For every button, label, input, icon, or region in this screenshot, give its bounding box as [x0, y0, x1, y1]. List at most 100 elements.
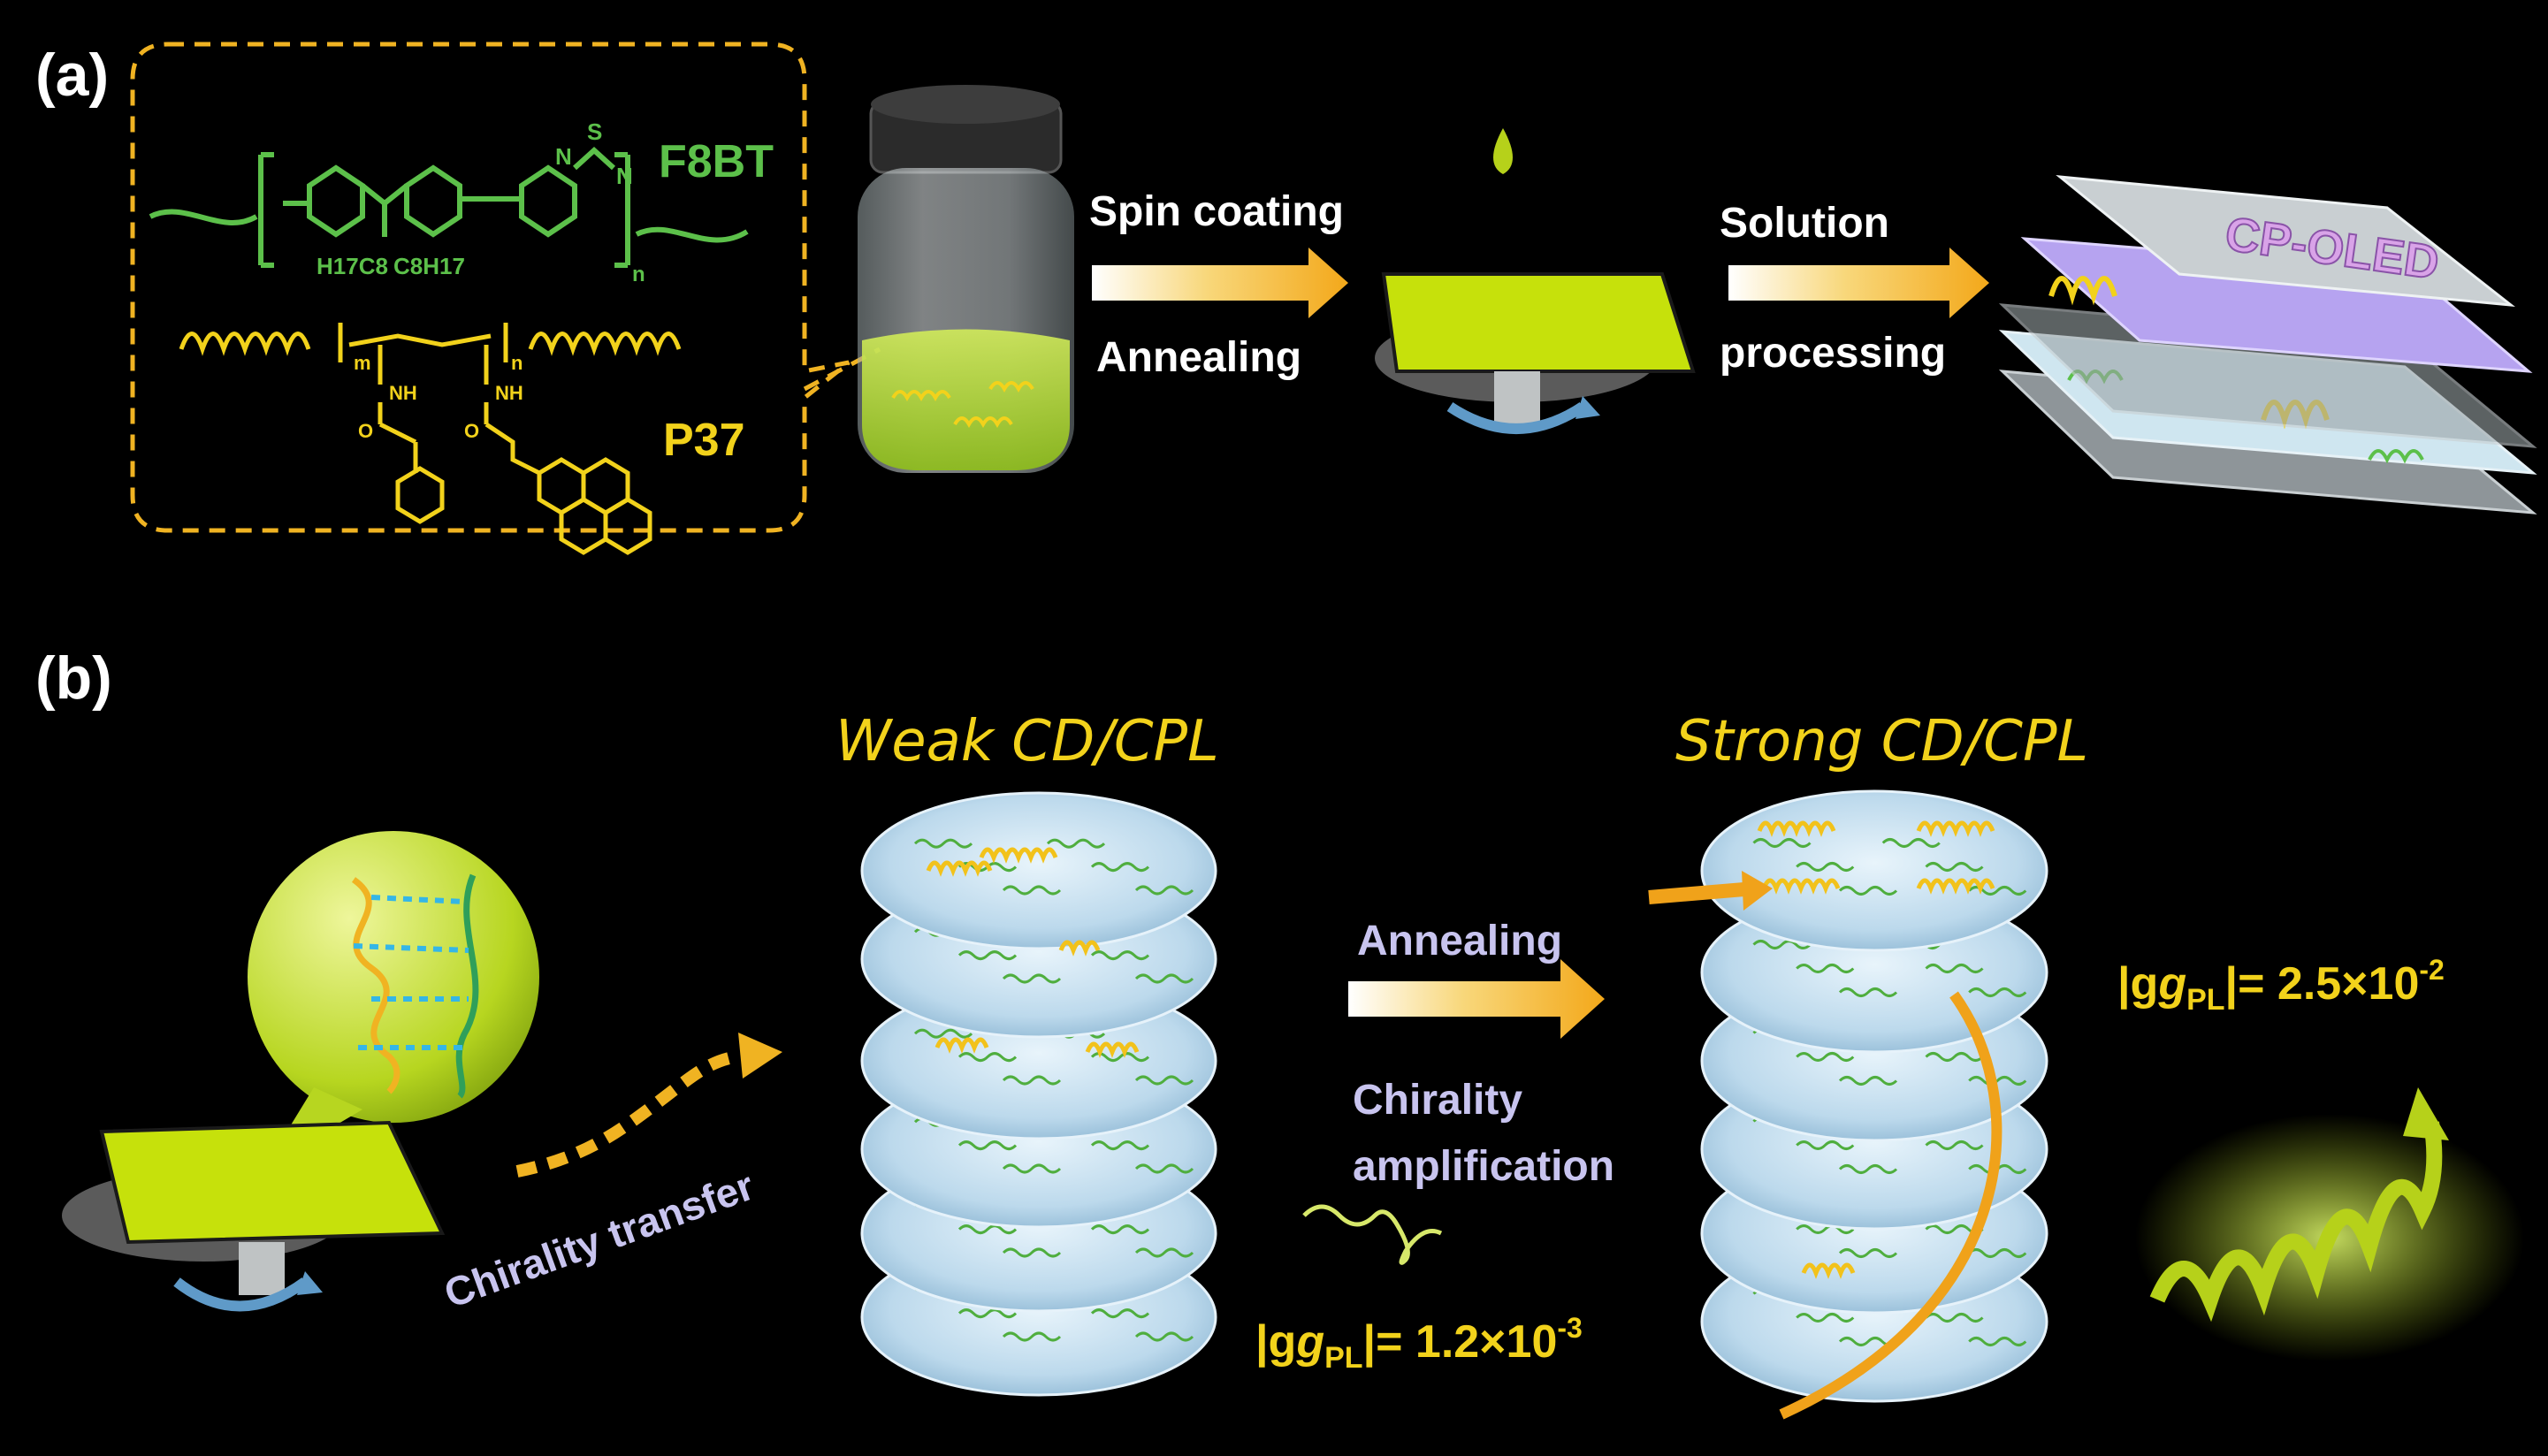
polymer-chain — [1796, 964, 1855, 973]
polymer-chain — [1968, 1076, 2027, 1086]
strong-cpl-wave — [2135, 1087, 2524, 1361]
p37-helix — [926, 860, 993, 877]
polymer-chain — [1838, 886, 1898, 896]
polymer-chain — [1134, 1163, 1194, 1174]
polymer-chain — [1925, 1140, 1984, 1150]
polymer-chain — [1090, 1140, 1150, 1151]
p37-helix — [1085, 1041, 1140, 1058]
interaction-bubble — [248, 831, 539, 1167]
polymer-chain — [1838, 1248, 1898, 1258]
amplification-line1: Chirality — [1353, 1077, 1522, 1124]
chem-subscript-n-green: n — [632, 263, 645, 286]
polymer-chain — [1796, 862, 1855, 872]
polymer-chain — [1002, 1247, 1062, 1258]
polymer-chain — [1838, 987, 1898, 997]
p37-helix — [1757, 820, 1836, 837]
polymer-chain — [1090, 1308, 1150, 1319]
polymer-chain — [1002, 1075, 1062, 1086]
weak-disc-5 — [860, 791, 1217, 950]
chirality-transfer-label: Chirality transfer — [439, 1163, 760, 1317]
step1-bottom-label: Annealing — [1096, 334, 1301, 381]
polymer-chain — [1838, 1076, 1898, 1086]
chem-h17c8: H17C8 — [317, 253, 388, 279]
chem-subscript-n-yellow: n — [511, 352, 523, 374]
chirality-transfer-arrow — [515, 1033, 782, 1178]
anneal-arrow — [1348, 959, 1605, 1039]
chem-callout-border — [130, 42, 851, 533]
weak-title: Weak CD/CPL — [835, 709, 1219, 774]
polymer-chain — [1134, 1331, 1194, 1342]
polymer-chain — [957, 1224, 1018, 1235]
strong-disc-5 — [1700, 789, 2048, 952]
weak-cpl-wave — [1302, 1204, 1443, 1265]
polymer-chain — [1925, 1313, 1984, 1323]
chem-o-left: O — [358, 420, 373, 442]
chem-n-right: N — [616, 163, 633, 189]
spin-coater-a — [1375, 128, 1696, 434]
polymer-chain — [1090, 950, 1150, 961]
polymer-chain — [1134, 885, 1194, 896]
chem-subscript-m: m — [354, 352, 371, 374]
polymer-chain — [1925, 862, 1984, 872]
polymer-chain — [957, 1140, 1018, 1151]
polymer-chain — [1838, 1164, 1898, 1174]
polymer-chain — [1134, 1075, 1194, 1086]
polymer-chain — [1134, 1247, 1194, 1258]
weak-disc-stack — [860, 791, 1217, 1397]
chem-o-right: O — [464, 420, 479, 442]
polymer-chain — [913, 838, 973, 849]
panel-b-label: (b) — [35, 644, 112, 712]
polymer-chain — [1796, 1140, 1855, 1150]
spin-coater-b — [62, 1120, 446, 1312]
process-arrow-2 — [1728, 248, 1989, 318]
f8bt-label: F8BT — [659, 136, 774, 187]
anneal-label: Annealing — [1357, 918, 1562, 964]
p37-helix — [979, 847, 1058, 864]
polymer-chain — [1796, 1052, 1855, 1062]
step2-top-label: Solution — [1720, 200, 1889, 247]
p37-label: P37 — [663, 415, 745, 466]
p37-structure — [179, 323, 682, 555]
chem-s: S — [587, 118, 602, 145]
strong-title: Strong CD/CPL — [1675, 709, 2088, 774]
polymer-chain — [957, 1308, 1018, 1319]
polymer-chain — [1046, 838, 1106, 849]
polymer-chain — [1752, 838, 1812, 848]
p37-helix — [1058, 940, 1101, 957]
polymer-chain — [1002, 885, 1062, 896]
f8bt-structure — [149, 146, 749, 268]
chem-nh-right: NH — [495, 382, 523, 404]
polymer-chain — [1134, 973, 1194, 984]
callout-pointer — [803, 347, 881, 392]
polymer-chain — [1002, 1331, 1062, 1342]
chem-n-left: N — [555, 143, 572, 170]
polymer-chain — [1968, 1248, 2027, 1258]
polymer-chain — [1090, 1052, 1150, 1063]
polymer-chain — [1925, 964, 1984, 973]
polymer-chain — [1752, 940, 1812, 949]
strong-gpl-label: |ggPL|= 2.5×10-2 — [2117, 954, 2445, 1017]
polymer-chain — [1796, 1224, 1855, 1234]
chem-c8h17: C8H17 — [393, 253, 465, 279]
polymer-chain — [1968, 1337, 2027, 1346]
polymer-chain — [1968, 987, 2027, 997]
polymer-chain — [1090, 1224, 1150, 1235]
polymer-chain — [1796, 1313, 1855, 1323]
chem-nh-left: NH — [389, 382, 417, 404]
polymer-chain — [1090, 862, 1150, 873]
cp-oled-device-stack — [1998, 175, 2537, 515]
panel-a-label: (a) — [35, 42, 109, 109]
polymer-chain — [957, 950, 1018, 961]
step2-bottom-label: processing — [1720, 330, 1946, 377]
polymer-chain — [1002, 1163, 1062, 1174]
weak-gpl-label: |ggPL|= 1.2×10-3 — [1255, 1312, 1583, 1375]
solution-jar — [858, 85, 1074, 473]
p37-helix — [1916, 878, 1995, 895]
polymer-chain — [957, 1052, 1018, 1063]
polymer-chain — [1925, 1052, 1984, 1062]
p37-helix — [935, 1037, 989, 1054]
polymer-chain — [913, 1028, 973, 1039]
p37-helix — [1801, 1262, 1856, 1279]
amplification-line2: amplification — [1353, 1143, 1614, 1190]
